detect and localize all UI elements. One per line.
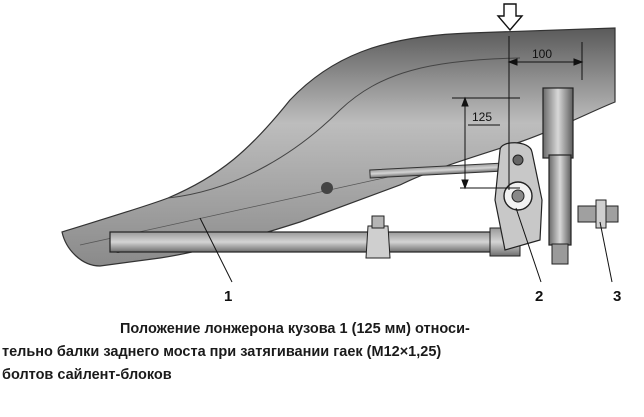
callout-3-leader — [599, 221, 613, 283]
figure-caption: Положение лонжерона кузова 1 (125 мм) от… — [2, 318, 642, 387]
dimension-125 — [452, 96, 520, 190]
callout-3: 3 — [613, 288, 621, 305]
rear-axle-beam — [109, 231, 511, 253]
side-member-hole — [321, 182, 333, 194]
callout-1: 1 — [224, 288, 232, 305]
suspension-diagram: 100 125 1 2 3 — [61, 3, 621, 305]
dimension-100 — [507, 36, 584, 190]
caption-line-2: тельно балки заднего моста при затягиван… — [2, 344, 442, 360]
shock-absorber-upper — [542, 87, 574, 159]
dimension-125-label: 125 — [472, 110, 492, 124]
caption-line-1: Положение лонжерона кузова 1 (125 мм) от… — [120, 321, 470, 337]
dimension-100-label: 100 — [532, 47, 552, 61]
callout-1-leader — [199, 217, 233, 283]
caption-line-3: болтов сайлент-блоков — [2, 367, 172, 383]
callout-2: 2 — [535, 288, 543, 305]
beam-clamp — [365, 225, 391, 259]
shock-absorber-lower — [548, 154, 572, 246]
force-arrow — [496, 3, 524, 32]
callout-2-leader — [515, 207, 542, 283]
